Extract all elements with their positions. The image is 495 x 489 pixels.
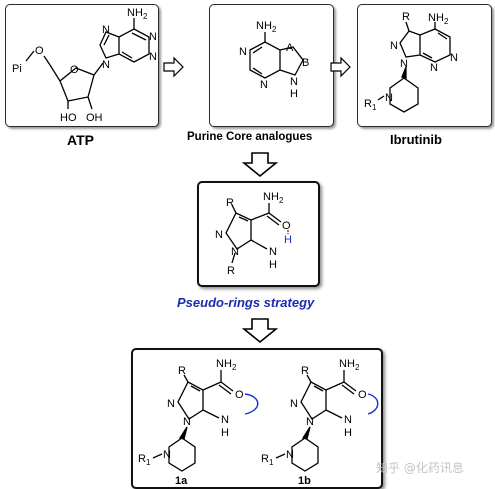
atom-label: O bbox=[235, 389, 244, 401]
atom-subscript: 1 bbox=[372, 103, 377, 112]
atom-label: R bbox=[226, 197, 234, 209]
atom-label: HO bbox=[60, 112, 77, 124]
purine-core-caption: Purine Core analogues bbox=[187, 131, 313, 143]
atom-label: N bbox=[183, 416, 191, 428]
purine-core-box: NH 2 N N A B N H bbox=[209, 4, 334, 127]
atom-label: N bbox=[269, 246, 277, 258]
atom-label: NH bbox=[256, 20, 272, 32]
atom-label: N bbox=[290, 398, 298, 410]
compound-1a-label: 1a bbox=[175, 475, 188, 487]
compounds-structure: R N N NH 2 O N H N R 1 1a R N N NH 2 O bbox=[138, 358, 379, 487]
atom-label: N bbox=[290, 76, 298, 88]
atom-label: O bbox=[282, 220, 291, 232]
atom-label: A bbox=[286, 42, 294, 54]
atom-subscript: 2 bbox=[232, 363, 237, 372]
hbond-arc bbox=[244, 393, 259, 415]
purine-core-structure: NH 2 N N A B N H bbox=[239, 20, 309, 100]
atom-label: N bbox=[286, 449, 294, 461]
atom-label: R bbox=[227, 265, 235, 277]
atp-structure-box: NH 2 N N N N O HO OH O Pi bbox=[5, 4, 159, 127]
strategy-label: Pseudo-rings strategy bbox=[177, 295, 315, 310]
atom-label: H bbox=[284, 234, 292, 246]
compound-1b-label: 1b bbox=[298, 475, 311, 487]
pseudo-ring-box: R N N R NH 2 O N H H bbox=[197, 181, 320, 287]
atom-label: H bbox=[290, 88, 298, 100]
atom-label: N bbox=[306, 416, 314, 428]
atom-label: NH bbox=[428, 12, 444, 24]
atom-label: O bbox=[35, 45, 44, 57]
atom-label: N bbox=[450, 52, 458, 64]
atp-structure: NH 2 N N N N O HO OH O Pi bbox=[12, 7, 157, 124]
compounds-box: R N N NH 2 O N H N R 1 1a R N N NH 2 O bbox=[131, 348, 383, 489]
atom-label: NH bbox=[216, 358, 232, 370]
atom-label: OH bbox=[86, 112, 103, 124]
hbond-arc bbox=[367, 393, 379, 415]
atom-subscript: 1 bbox=[146, 458, 151, 467]
atom-label: Pi bbox=[12, 63, 22, 75]
atom-label: O bbox=[70, 64, 79, 76]
atom-label: N bbox=[430, 62, 438, 74]
atom-label: N bbox=[239, 46, 247, 58]
atom-label: N bbox=[102, 59, 110, 71]
atom-label: R bbox=[178, 365, 186, 377]
atom-subscript: 2 bbox=[279, 196, 284, 205]
atp-caption: ATP bbox=[67, 132, 94, 148]
atom-label: N bbox=[149, 31, 157, 43]
atom-label: NH bbox=[339, 358, 355, 370]
atom-label: H bbox=[221, 427, 229, 439]
atom-label: N bbox=[163, 449, 171, 461]
atom-label: N bbox=[215, 229, 223, 241]
watermark: 知乎 @化药讯息 bbox=[376, 461, 464, 475]
atom-label: N bbox=[102, 24, 110, 36]
atom-subscript: 2 bbox=[444, 17, 449, 26]
atom-subscript: 2 bbox=[355, 363, 360, 372]
down-arrow-icon bbox=[241, 318, 279, 344]
atom-label: H bbox=[344, 427, 352, 439]
atom-label: O bbox=[358, 389, 367, 401]
atom-label: H bbox=[269, 259, 277, 271]
right-arrow-icon bbox=[330, 56, 351, 78]
down-arrow-icon bbox=[241, 152, 279, 178]
atom-label: R bbox=[138, 453, 146, 465]
atom-subscript: 2 bbox=[143, 12, 148, 21]
atom-label: N bbox=[231, 246, 239, 258]
atom-label: N bbox=[167, 398, 175, 410]
atom-label: R bbox=[261, 453, 269, 465]
right-arrow-icon bbox=[163, 56, 184, 78]
atom-label: NH bbox=[263, 191, 279, 203]
atom-label: B bbox=[302, 57, 309, 69]
atom-label: N bbox=[149, 51, 157, 63]
atom-label: N bbox=[390, 40, 398, 52]
atom-label: N bbox=[400, 58, 408, 70]
ibrutinib-structure: NH 2 N N R N N N R 1 bbox=[364, 11, 458, 113]
atom-subscript: 1 bbox=[269, 458, 274, 467]
atom-label: NH bbox=[127, 7, 143, 19]
pseudo-ring-structure: R N N R NH 2 O N H H bbox=[215, 191, 292, 277]
atom-label: R bbox=[364, 98, 372, 110]
ibrutinib-caption: Ibrutinib bbox=[390, 132, 442, 147]
atom-label: N bbox=[344, 414, 352, 426]
atom-label: N bbox=[260, 79, 268, 91]
atom-label: R bbox=[301, 365, 309, 377]
atom-label: R bbox=[402, 11, 410, 23]
atom-subscript: 2 bbox=[272, 25, 277, 34]
ibrutinib-box: NH 2 N N R N N N R 1 bbox=[357, 4, 492, 127]
atom-label: N bbox=[385, 92, 393, 104]
atom-label: N bbox=[221, 414, 229, 426]
